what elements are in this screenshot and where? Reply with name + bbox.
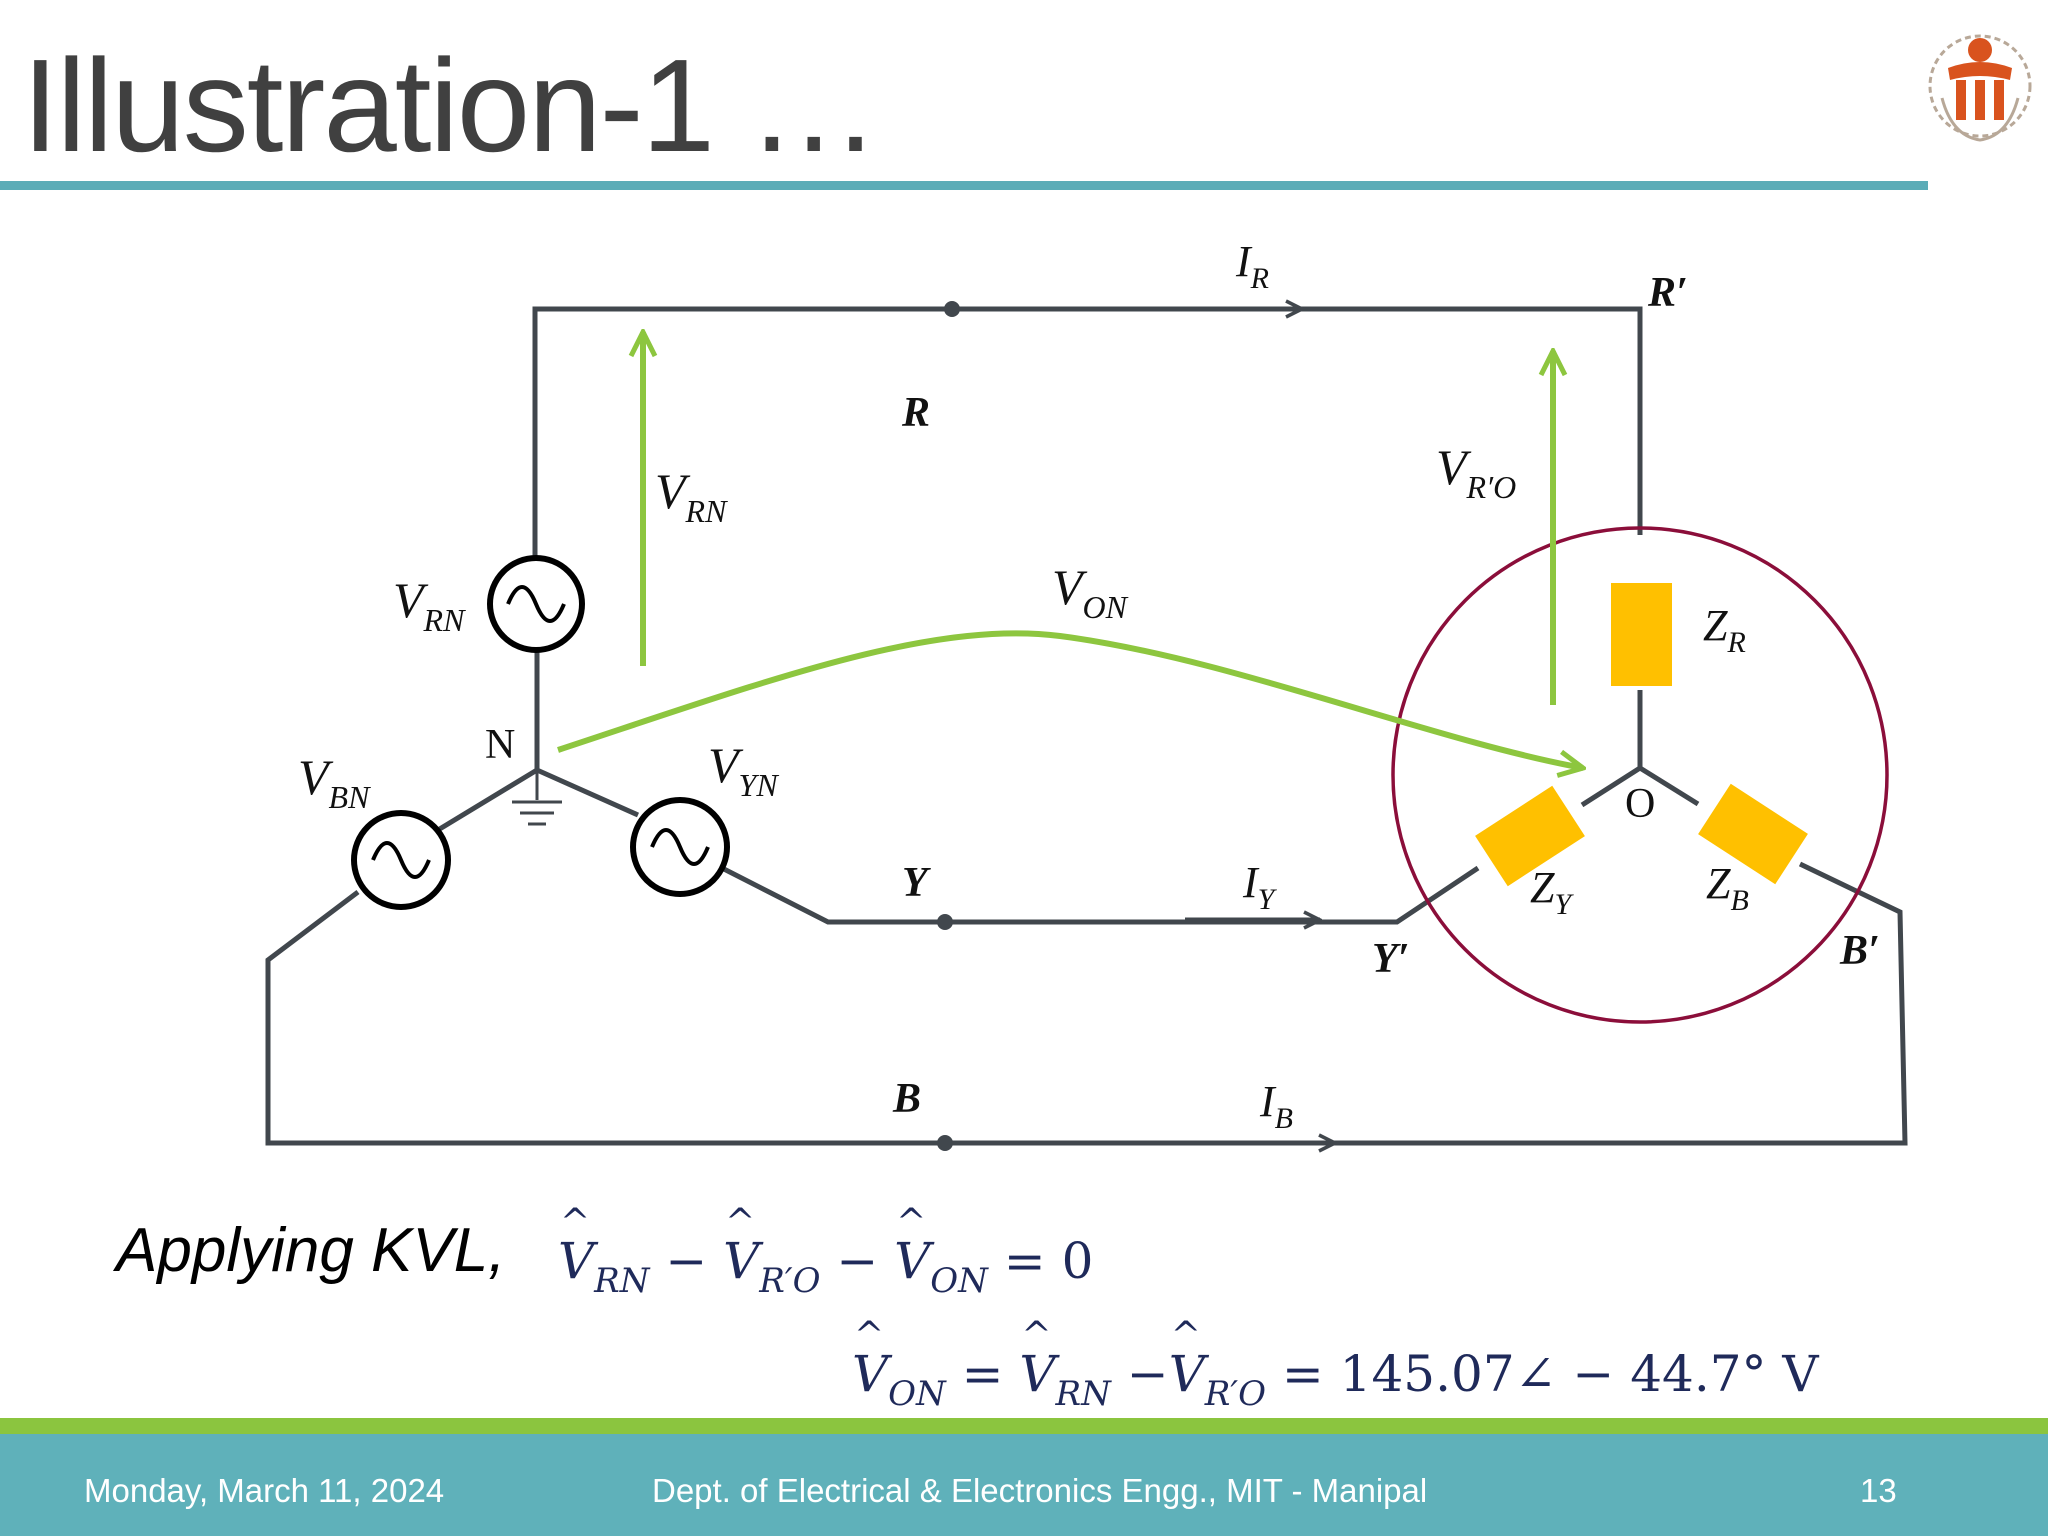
label-r-prime: R′ — [1647, 270, 1688, 316]
impedance-zy — [1475, 785, 1585, 887]
label-ir: IR — [1235, 237, 1269, 295]
eq1-term-von: V — [894, 1232, 930, 1290]
label-zb: ZB — [1706, 859, 1749, 917]
label-vyn: VYN — [708, 737, 779, 803]
ac-source-vrn — [487, 555, 585, 653]
node-dot-r — [944, 301, 960, 317]
eq2-term-von: V — [852, 1345, 888, 1403]
impedance-zr — [1611, 583, 1672, 686]
ground-icon — [512, 770, 562, 826]
wire-b-line — [265, 861, 1908, 1146]
circuit-diagram: IR IY IB R Y B R′ Y′ B′ N O VRN VRN VBN … — [265, 237, 1908, 1400]
wire-o-b — [1638, 765, 1700, 807]
load-boundary-circle — [1391, 526, 1889, 1024]
impedance-zb — [1698, 783, 1808, 885]
label-o: O — [1625, 781, 1655, 827]
node-dot-y — [937, 914, 953, 930]
label-r: R — [901, 390, 930, 436]
wires — [265, 306, 1908, 1146]
label-zy: ZY — [1530, 863, 1574, 921]
label-ib: IB — [1259, 1077, 1293, 1135]
node-dot-b — [937, 1135, 953, 1151]
footer-page-number: 13 — [1860, 1472, 1897, 1509]
footer: Monday, March 11, 2024 Dept. of Electric… — [0, 1434, 2048, 1536]
wire-n-y — [535, 767, 640, 818]
kvl-equation: VRN − VR′O − VON = 0 — [558, 1232, 1093, 1301]
label-vro: VR′O — [1436, 439, 1516, 505]
footer-accent-bar — [0, 1418, 2048, 1434]
eq2-term-vrn: V — [1019, 1345, 1055, 1403]
wire-r-line — [532, 306, 1643, 605]
label-b-prime: B′ — [1839, 928, 1880, 974]
eq2-term-vro: V — [1169, 1345, 1205, 1403]
title-underline — [0, 181, 1928, 190]
label-b: B — [892, 1076, 921, 1122]
label-iy: IY — [1242, 858, 1278, 916]
label-n: N — [485, 722, 515, 768]
eq1-term-vrn: V — [558, 1232, 594, 1290]
slide-title: Illustration-1 … — [22, 32, 880, 179]
von-result-equation: VON = VRN −VR′O = 145.07∠ − 44.7° V — [852, 1345, 1819, 1414]
wire-y-line — [718, 864, 1480, 925]
label-von: VON — [1052, 559, 1129, 625]
wire-n-b — [436, 767, 539, 833]
ac-source-vyn — [630, 797, 730, 897]
label-vbn: VBN — [298, 749, 371, 815]
kvl-text: Applying KVL, — [116, 1216, 506, 1285]
mit-logo-icon — [1928, 34, 2032, 142]
ac-source-vbn — [351, 810, 451, 910]
voltage-arrow-von — [557, 630, 1583, 768]
label-vrn-arrow: VRN — [655, 463, 728, 529]
eq1-term-vro: V — [723, 1232, 759, 1290]
label-y-prime: Y′ — [1372, 936, 1409, 982]
wire-o-y — [1580, 765, 1642, 808]
label-vrn-source: VRN — [393, 572, 466, 638]
footer-department: Dept. of Electrical & Electronics Engg.,… — [652, 1472, 1428, 1509]
label-zr: ZR — [1703, 601, 1746, 659]
footer-date: Monday, March 11, 2024 — [84, 1472, 445, 1509]
label-y: Y — [902, 860, 931, 906]
